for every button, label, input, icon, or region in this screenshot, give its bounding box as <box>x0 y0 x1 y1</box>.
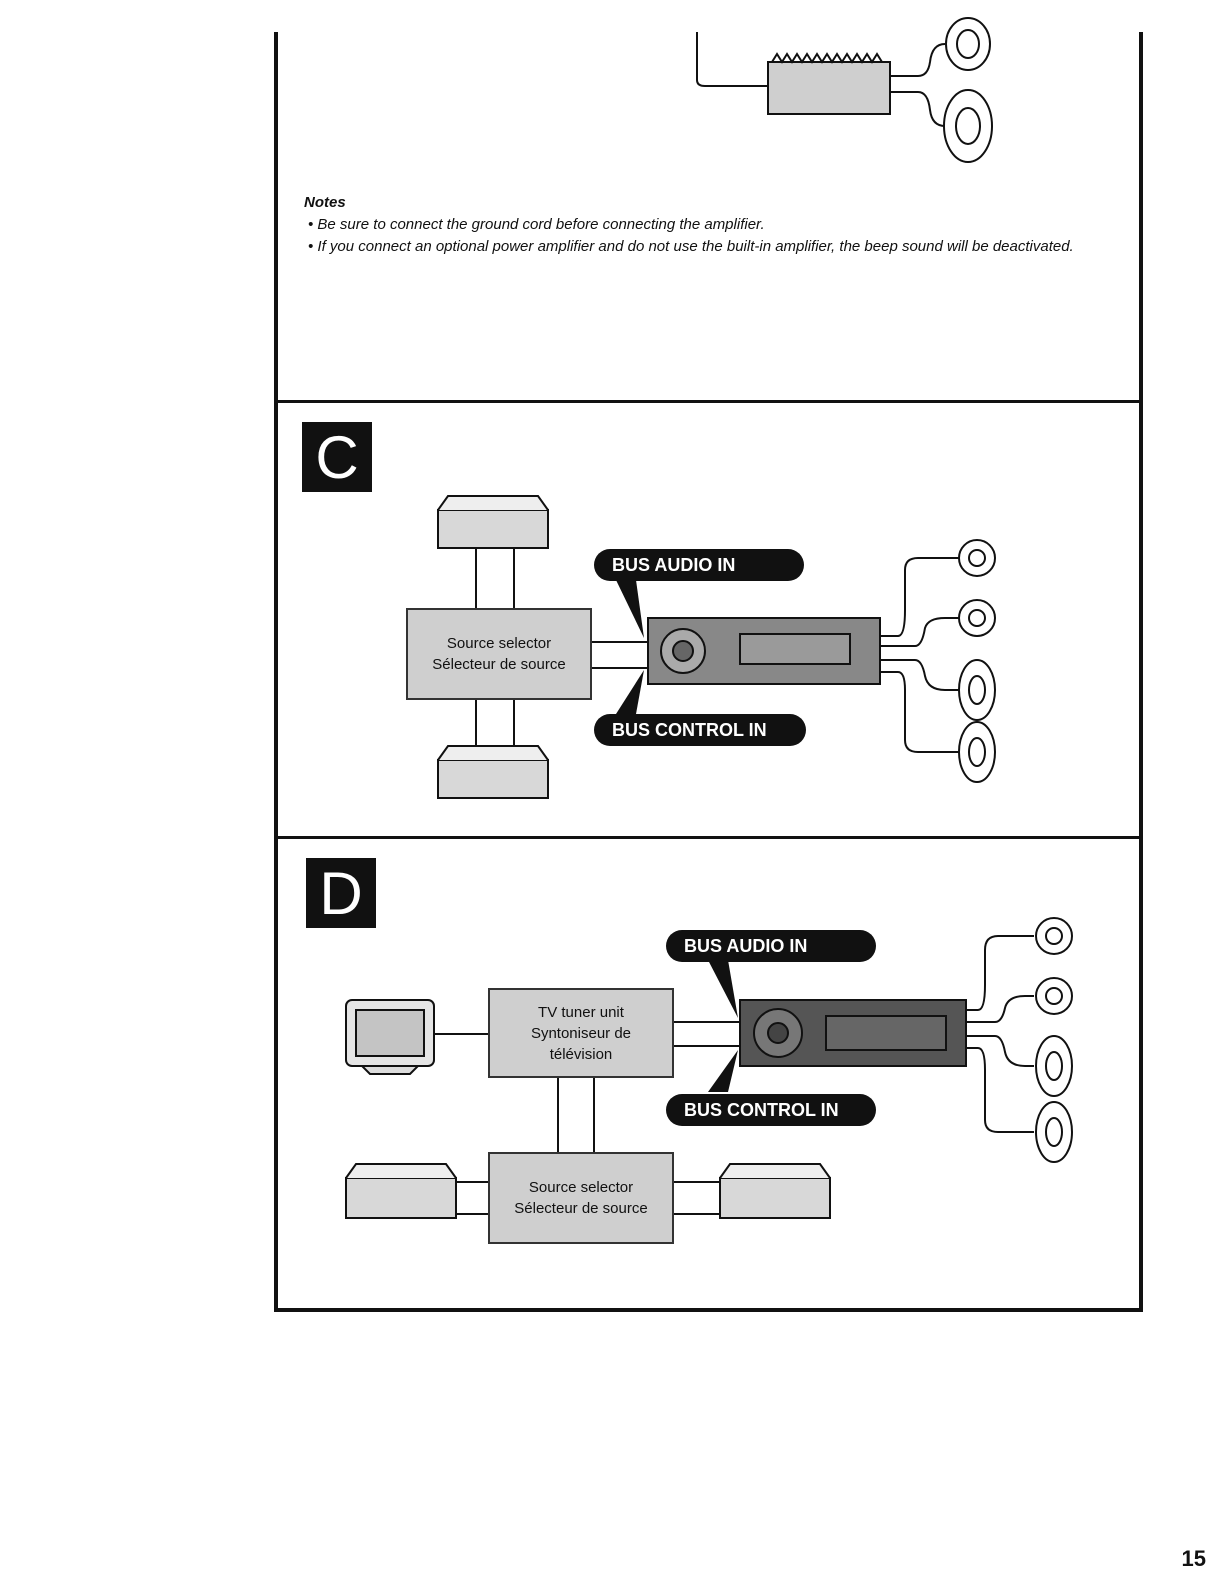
note-item: Be sure to connect the ground cord befor… <box>304 214 1124 236</box>
tv-tuner-label-fr-2: télévision <box>549 1045 613 1063</box>
source-selector-label: Source selector <box>528 1179 634 1196</box>
speaker-icon <box>943 17 993 163</box>
divider-b-c <box>274 400 1143 403</box>
cd-changer-icon <box>345 1163 831 1219</box>
pointer-audio-d <box>708 960 738 1018</box>
amplifier-illustration <box>696 32 946 127</box>
section-letter-c: C <box>302 422 372 492</box>
pointer-audio-c <box>616 580 644 638</box>
bus-audio-in-label: BUS AUDIO IN <box>666 930 876 962</box>
pointer-control-c <box>616 670 644 714</box>
wires-c <box>475 548 960 753</box>
wires-d <box>434 935 1034 1215</box>
source-selector-box: Source selector Sélecteur de source <box>406 608 592 700</box>
notes: Notes Be sure to connect the ground cord… <box>304 192 1124 258</box>
speaker-icon <box>1035 917 1073 1163</box>
speaker-icon <box>958 539 996 783</box>
bus-control-in-label: BUS CONTROL IN <box>666 1094 876 1126</box>
head-unit-d <box>739 999 967 1067</box>
pointer-control-d <box>708 1050 738 1092</box>
note-item: If you connect an optional power amplifi… <box>304 236 1124 258</box>
notes-title: Notes <box>304 194 346 211</box>
bus-control-in-label: BUS CONTROL IN <box>594 714 806 746</box>
page-frame <box>274 32 1143 1312</box>
source-selector-label-fr: Sélecteur de source <box>432 656 566 673</box>
monitor-icon <box>345 999 435 1075</box>
divider-c-d <box>274 836 1143 839</box>
head-unit-c <box>647 617 881 685</box>
bus-audio-in-label: BUS AUDIO IN <box>594 549 804 581</box>
section-letter-d: D <box>306 858 376 928</box>
cd-changer-icon <box>437 495 549 799</box>
page-number: 15 <box>1181 1546 1206 1571</box>
source-selector-box: Source selector Sélecteur de source <box>488 1152 674 1244</box>
source-selector-label-fr: Sélecteur de source <box>514 1200 648 1217</box>
tv-tuner-label: TV tuner unit <box>538 1003 624 1021</box>
tv-tuner-box: TV tuner unit Syntoniseur de télévision <box>488 988 674 1078</box>
source-selector-label: Source selector <box>446 635 552 652</box>
tv-tuner-label-fr-1: Syntoniseur de <box>530 1024 632 1042</box>
